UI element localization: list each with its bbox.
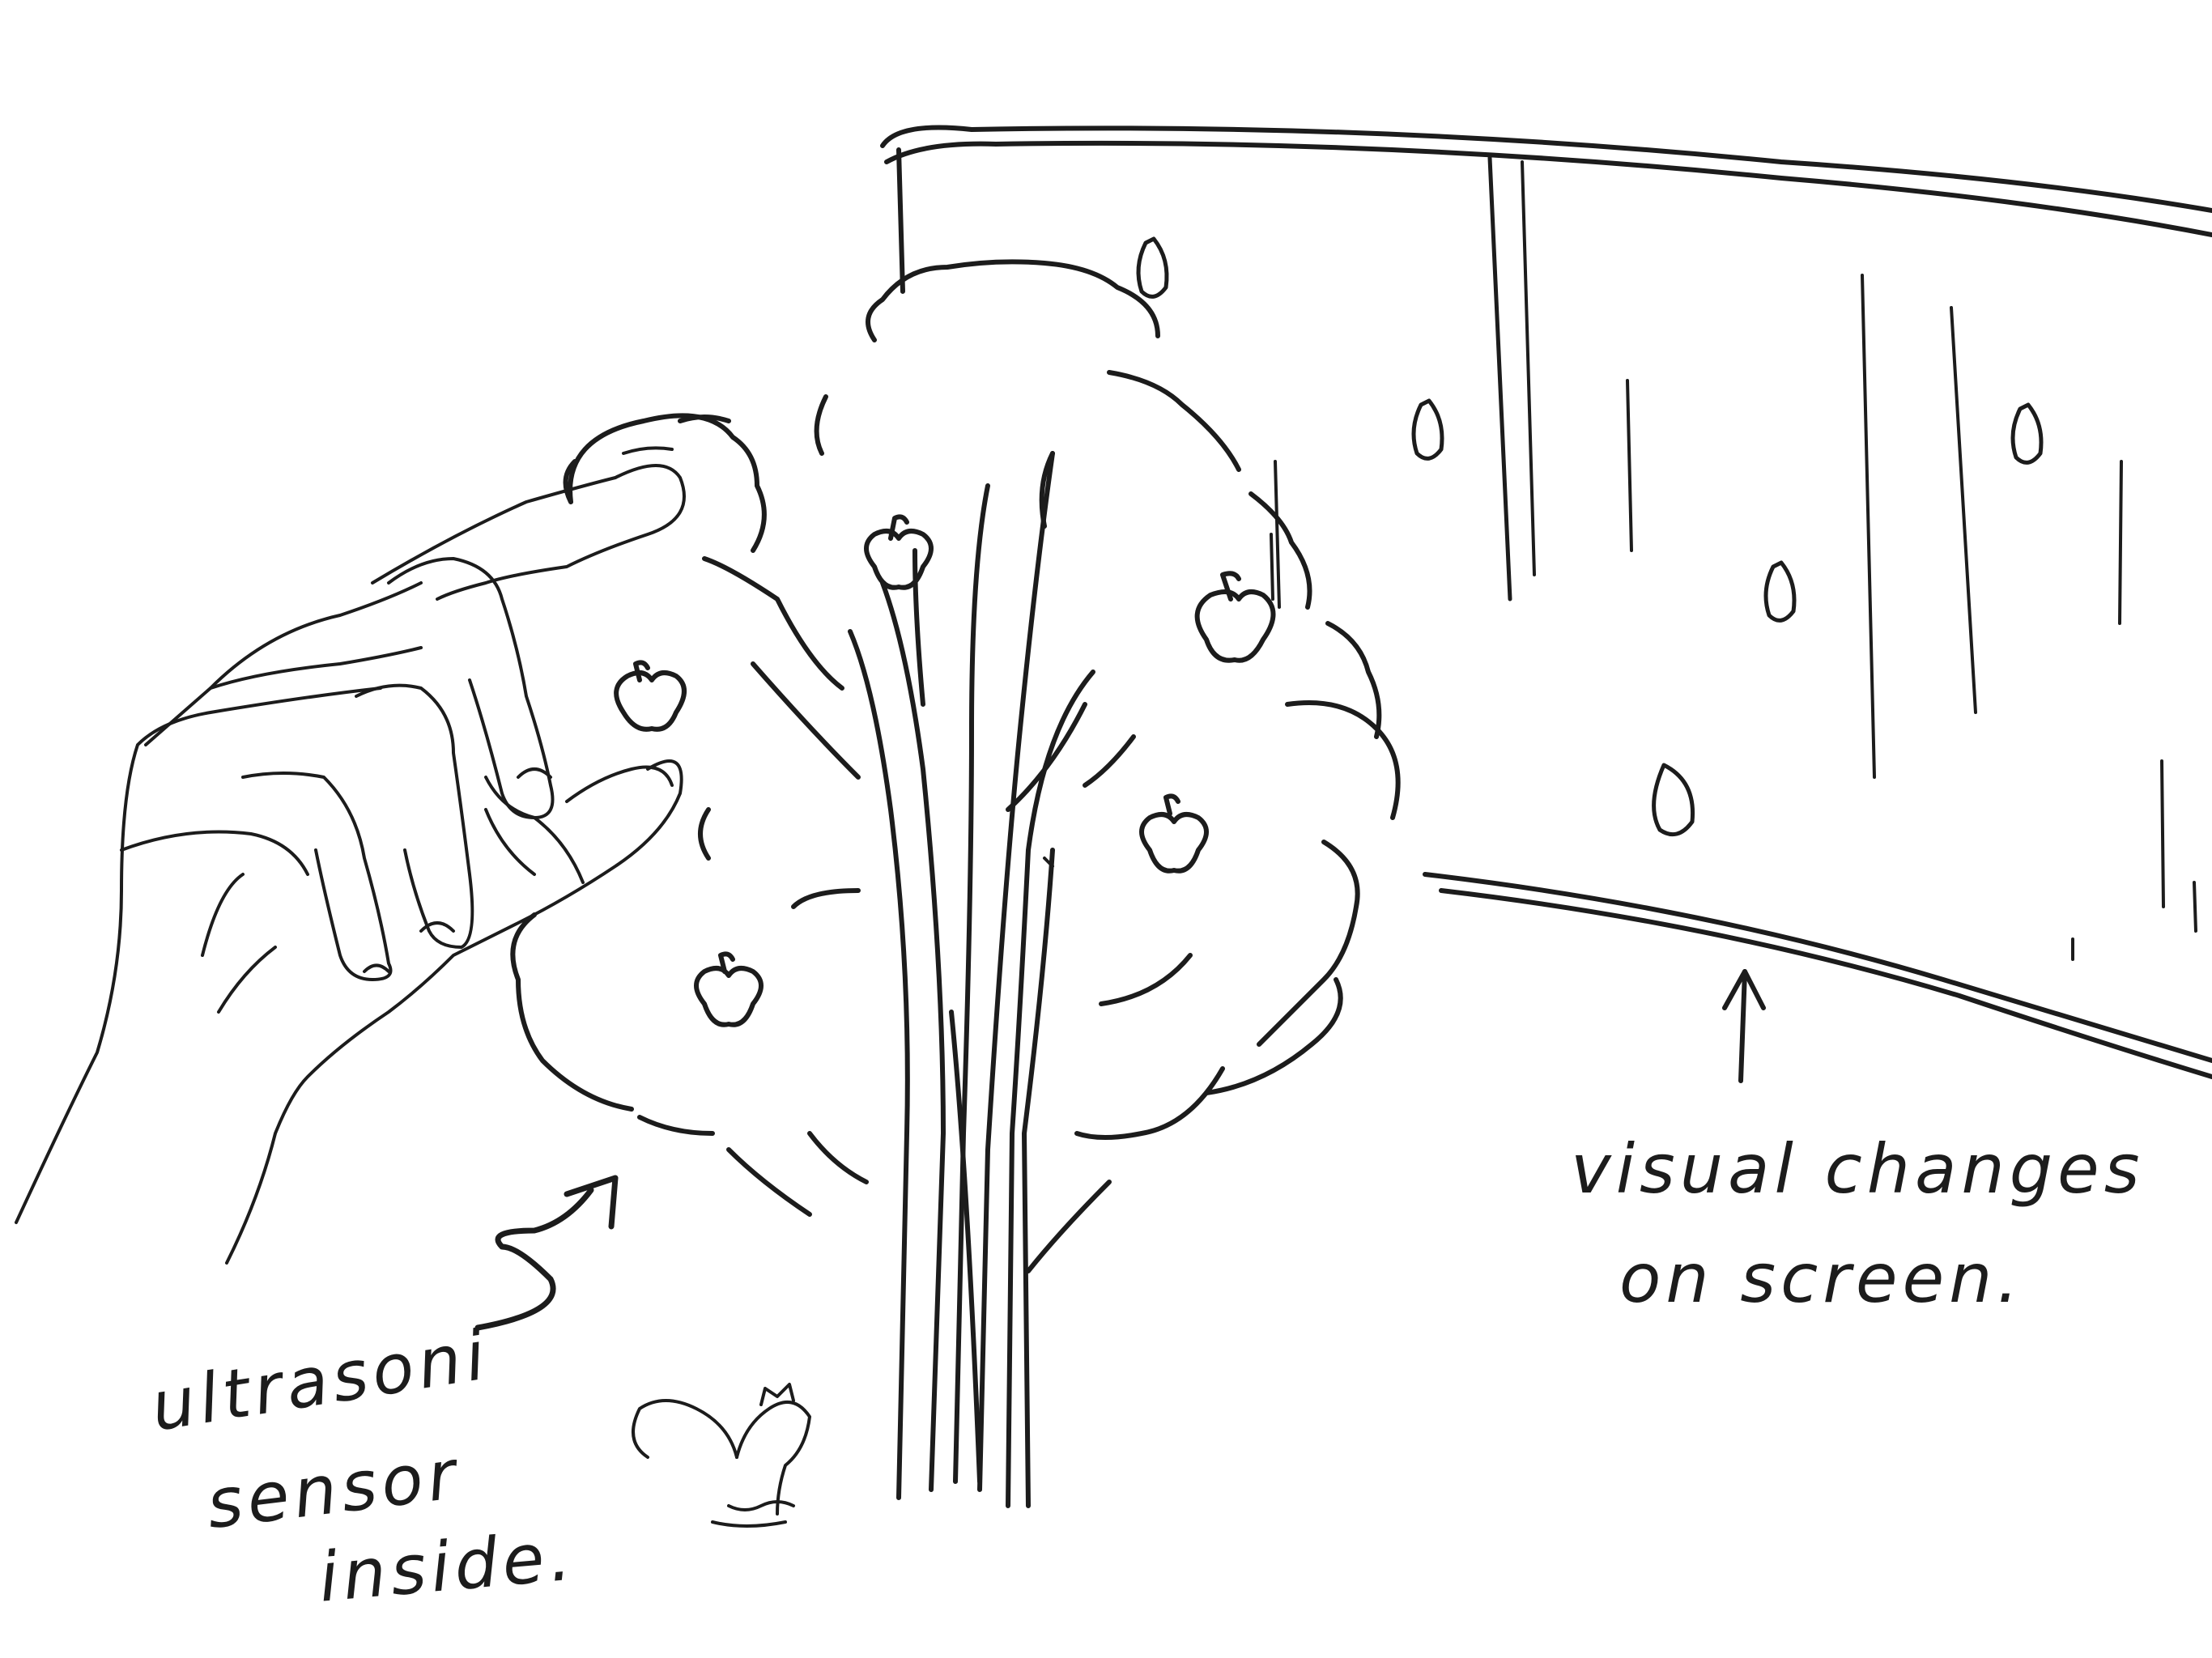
screen-panel	[880, 125, 2212, 1079]
screen-note-line2: on screen.	[1619, 1239, 2024, 1318]
hand-icon	[15, 446, 686, 1265]
tree-trunk	[702, 451, 1095, 1508]
arrow-up-icon	[1722, 969, 1766, 1083]
squiggle-arrow-icon	[474, 1175, 619, 1331]
squirrel-icon	[632, 1383, 811, 1528]
apple-icon	[614, 514, 1276, 1027]
raindrop-icon	[1136, 236, 2044, 837]
screen-note-line1: visual changes	[1571, 1129, 2145, 1209]
